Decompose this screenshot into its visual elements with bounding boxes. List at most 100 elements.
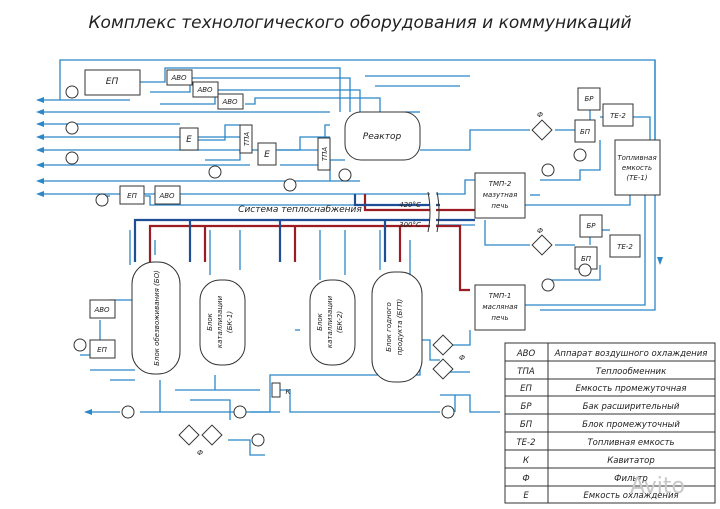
label-ep-top: ЕП <box>106 77 119 87</box>
tpa-1-box <box>239 124 253 154</box>
label-avo-1: АВО <box>170 74 187 82</box>
tmp1-box <box>474 284 526 331</box>
legend-value: Аппарат воздушного охлаждения <box>554 349 708 359</box>
label-e-1: Е <box>186 135 192 145</box>
pipe-break-marks <box>427 190 440 235</box>
ep-mid-box <box>119 185 145 205</box>
label-column-bk2-3: (БК-2) <box>336 311 344 333</box>
label-k: К <box>286 388 292 396</box>
legend-rows: АВО Аппарат воздушного охлаждения ТПА Те… <box>516 349 708 501</box>
legend-value: Емкость охлаждения <box>583 491 678 501</box>
filter-bottom-1 <box>178 424 200 446</box>
label-ep-left: ЕП <box>97 346 107 354</box>
legend-value: Фильтр <box>614 474 648 484</box>
filter-right-1 <box>432 334 454 356</box>
label-column-bgp-1: Блок годного <box>385 302 393 352</box>
label-reactor: Реактор <box>363 132 402 142</box>
label-avo-2: АВО <box>196 86 213 94</box>
legend-key: ТЕ-2 <box>516 438 535 448</box>
avo-mid-box <box>154 185 181 205</box>
tpa-2-box <box>317 137 331 171</box>
filter-right-2 <box>432 358 454 380</box>
label-column-bk1-3: (БК-1) <box>226 311 234 333</box>
ep-left-box <box>89 339 116 359</box>
label-tmp1-3: печь <box>491 314 508 322</box>
te2-top-box <box>602 103 634 127</box>
label-fuel-tank-1: Топливная <box>617 154 656 162</box>
label-br-mid: БР <box>586 222 596 230</box>
avo-left-box <box>89 299 116 319</box>
label-bp-mid: БП <box>581 255 592 263</box>
label-column-go: Блок обезвоживания (БО) <box>153 270 161 366</box>
column-go <box>131 261 181 375</box>
reactor-vessel <box>344 111 421 161</box>
label-column-bk1-2: каталлизации <box>216 295 224 348</box>
filter-bottom-2 <box>201 424 223 446</box>
label-tpa-2: ТПА <box>321 147 329 162</box>
label-avo-left: АВО <box>93 306 110 314</box>
label-bp-top: БП <box>580 128 591 136</box>
legend-value: Блок промежуточный <box>582 420 680 430</box>
legend-key: К <box>523 456 530 466</box>
label-tmp2-2: мазутная <box>483 191 518 199</box>
br-mid-box <box>579 214 603 238</box>
legend-key: Е <box>523 491 529 501</box>
heat-supply-lines <box>133 194 475 292</box>
label-br-top: БР <box>584 95 594 103</box>
ep-top-box <box>84 69 141 96</box>
watermark: Avito <box>630 474 685 499</box>
outlet-arrows <box>36 97 663 415</box>
bp-top-box <box>574 119 596 143</box>
label-e-2: Е <box>264 150 270 160</box>
legend-key: Ф <box>522 474 529 484</box>
label-f-right: Ф <box>459 354 465 362</box>
te2-mid-box <box>609 234 641 258</box>
label-avo-mid: АВО <box>158 192 175 200</box>
diagram-title: Комплекс технологического оборудования и… <box>88 13 631 33</box>
column-bgp <box>371 271 423 383</box>
avo-3-box <box>217 93 244 110</box>
label-fuel-tank-2: емкость <box>622 164 652 172</box>
filter-mid <box>531 234 553 256</box>
label-column-bk2-2: каталлизации <box>326 295 334 348</box>
legend-table <box>504 342 716 504</box>
legend-value: Кавитатор <box>607 456 655 466</box>
column-bk1 <box>199 279 246 366</box>
e-2-box <box>257 142 277 166</box>
label-column-bk2-1: Блок <box>316 312 324 331</box>
tmp2-box <box>474 172 526 219</box>
legend-key: АВО <box>516 349 536 359</box>
label-temp-420: 420°С <box>399 201 421 209</box>
label-f-mid: Ф <box>537 227 543 235</box>
legend-value: Теплообменник <box>596 367 667 377</box>
equipment <box>84 69 661 446</box>
filter-top <box>531 119 553 141</box>
e-1-box <box>179 127 199 151</box>
equipment-labels: ЕП АВО АВО АВО Е ТПА Е ТПА Реактор ЕП АВ… <box>93 74 656 457</box>
label-column-bgp-2: продукта (БГП) <box>396 298 404 355</box>
br-top-box <box>577 87 601 111</box>
avo-2-box <box>192 81 219 98</box>
legend-key: БР <box>521 402 533 412</box>
legend-value: Бак расширительный <box>583 402 680 412</box>
column-bk2 <box>309 279 356 366</box>
label-heat-system: Система теплоснабжения <box>238 205 362 215</box>
label-fuel-tank-3: (ТЕ-1) <box>626 174 647 182</box>
label-ep-mid: ЕП <box>127 192 137 200</box>
legend-key: БП <box>520 420 533 430</box>
label-temp-300: 300°С <box>399 221 421 229</box>
legend-key: ЕП <box>520 384 532 394</box>
label-tmp1-1: ТМП-1 <box>489 292 512 300</box>
label-tmp1-2: масляная <box>482 303 517 311</box>
label-tmp2-3: печь <box>491 202 508 210</box>
avo-1-box <box>166 69 193 86</box>
cavitator <box>271 382 281 398</box>
label-f-bottom: Ф <box>197 449 203 457</box>
legend-key: ТПА <box>517 367 535 377</box>
label-tpa-1: ТПА <box>243 132 251 147</box>
label-avo-3: АВО <box>221 98 238 106</box>
label-f-top: Ф <box>537 111 543 119</box>
legend-value: Топливная емкость <box>587 438 674 448</box>
label-tmp2-1: ТМП-2 <box>489 180 512 188</box>
